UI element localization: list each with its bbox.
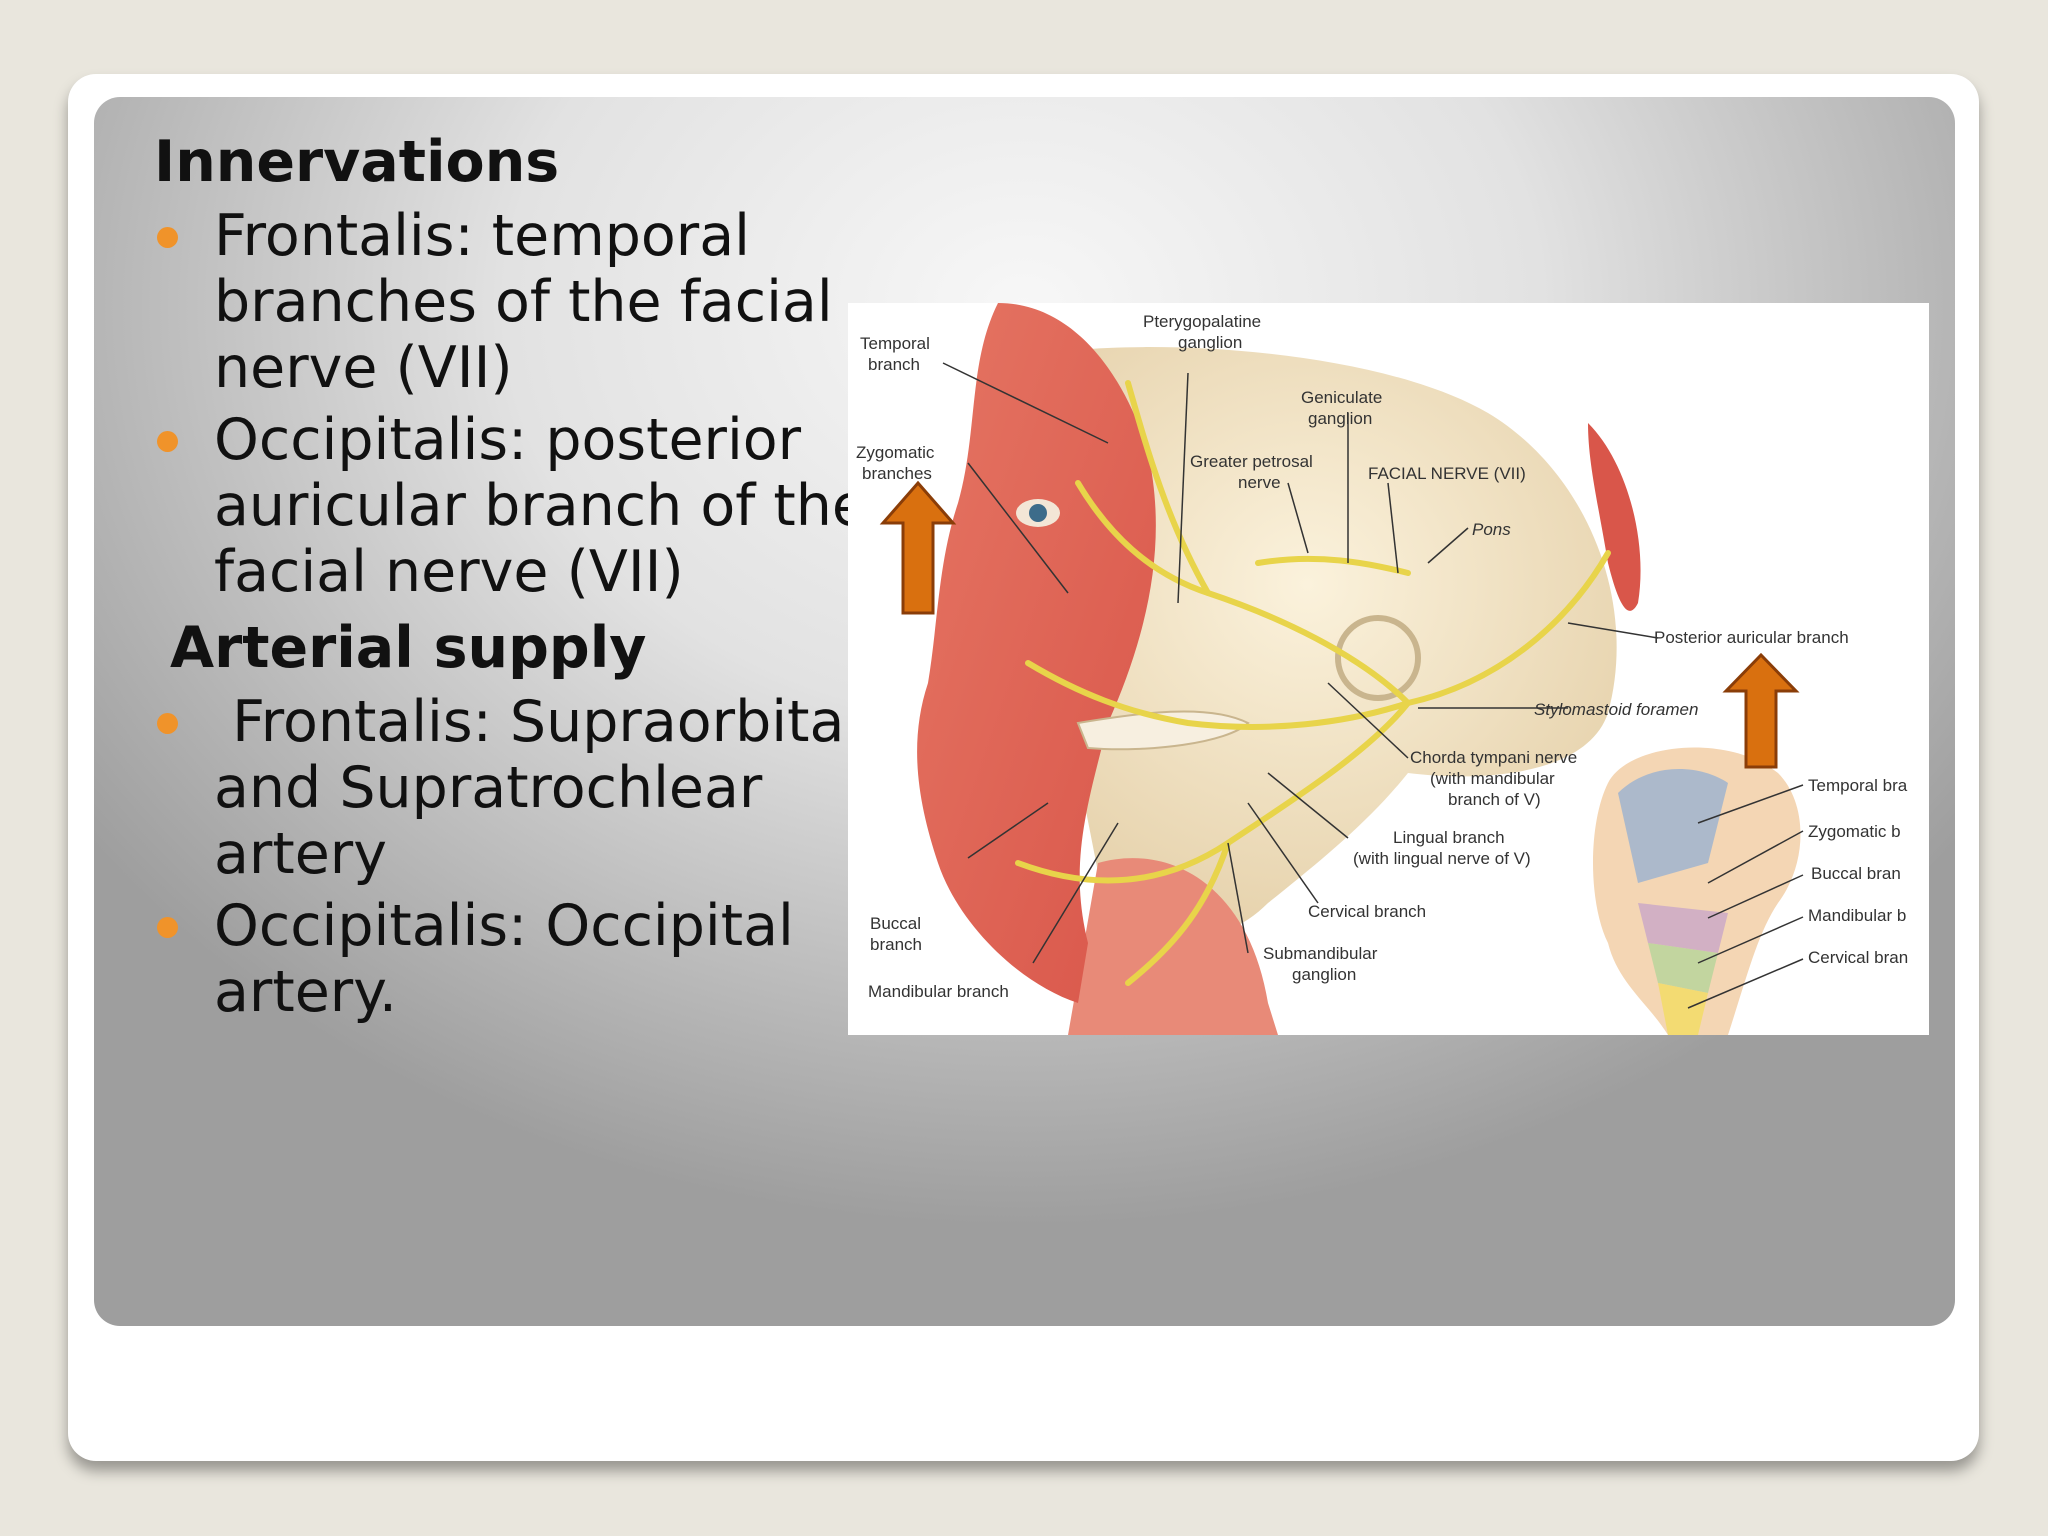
arrow-up-icon — [1722, 652, 1800, 769]
label-lingual: Lingual branch(with lingual nerve of V) — [1353, 828, 1531, 868]
inset-head — [1593, 747, 1804, 1035]
slide-panel: Innervations Frontalis: temporal branche… — [94, 97, 1955, 1326]
label-cervical: Cervical branch — [1308, 902, 1426, 921]
bullet-occipitalis-innervation: Occipitalis: posterior auricular branch … — [154, 407, 934, 605]
bullet-dot — [157, 431, 178, 452]
label-inset-buccal: Buccal bran — [1811, 864, 1901, 883]
slide-text: Innervations Frontalis: temporal branche… — [154, 127, 934, 1025]
label-inset-zygomatic: Zygomatic b — [1808, 822, 1901, 841]
occipital-muscle — [1588, 423, 1641, 611]
bullet-dot — [157, 227, 178, 248]
nerve-branches — [1015, 380, 1611, 986]
leader-lines — [942, 362, 1659, 964]
label-stylomastoid: Stylomastoid foramen — [1534, 700, 1698, 719]
bullet-dot — [157, 917, 178, 938]
label-facial-nerve: FACIAL NERVE (VII) — [1368, 464, 1526, 483]
bullet-frontalis-arterial: Frontalis: Supraorbital and Supratrochle… — [154, 689, 934, 887]
heading-innervations: Innervations — [154, 129, 560, 195]
eye-iris — [1029, 504, 1047, 522]
neck-muscle — [1068, 858, 1278, 1035]
bullet-frontalis-innervation: Frontalis: temporal branches of the faci… — [154, 203, 934, 401]
heading-arterial-supply: Arterial supply — [170, 615, 647, 681]
label-mandibular: Mandibular branch — [868, 982, 1009, 1001]
label-posterior-auricular: Posterior auricular branch — [1654, 628, 1849, 647]
label-inset-mandibular: Mandibular b — [1808, 906, 1906, 925]
label-pons: Pons — [1472, 520, 1511, 539]
label-inset-temporal: Temporal bra — [1808, 776, 1908, 795]
bullet-dot — [157, 713, 178, 734]
ear-canal — [1335, 615, 1421, 701]
label-inset-cervical: Cervical bran — [1808, 948, 1908, 967]
bullet-occipitalis-arterial: Occipitalis: Occipital artery. — [154, 893, 934, 1025]
facial-muscle — [917, 303, 1156, 1003]
arrow-up-icon — [879, 480, 957, 615]
